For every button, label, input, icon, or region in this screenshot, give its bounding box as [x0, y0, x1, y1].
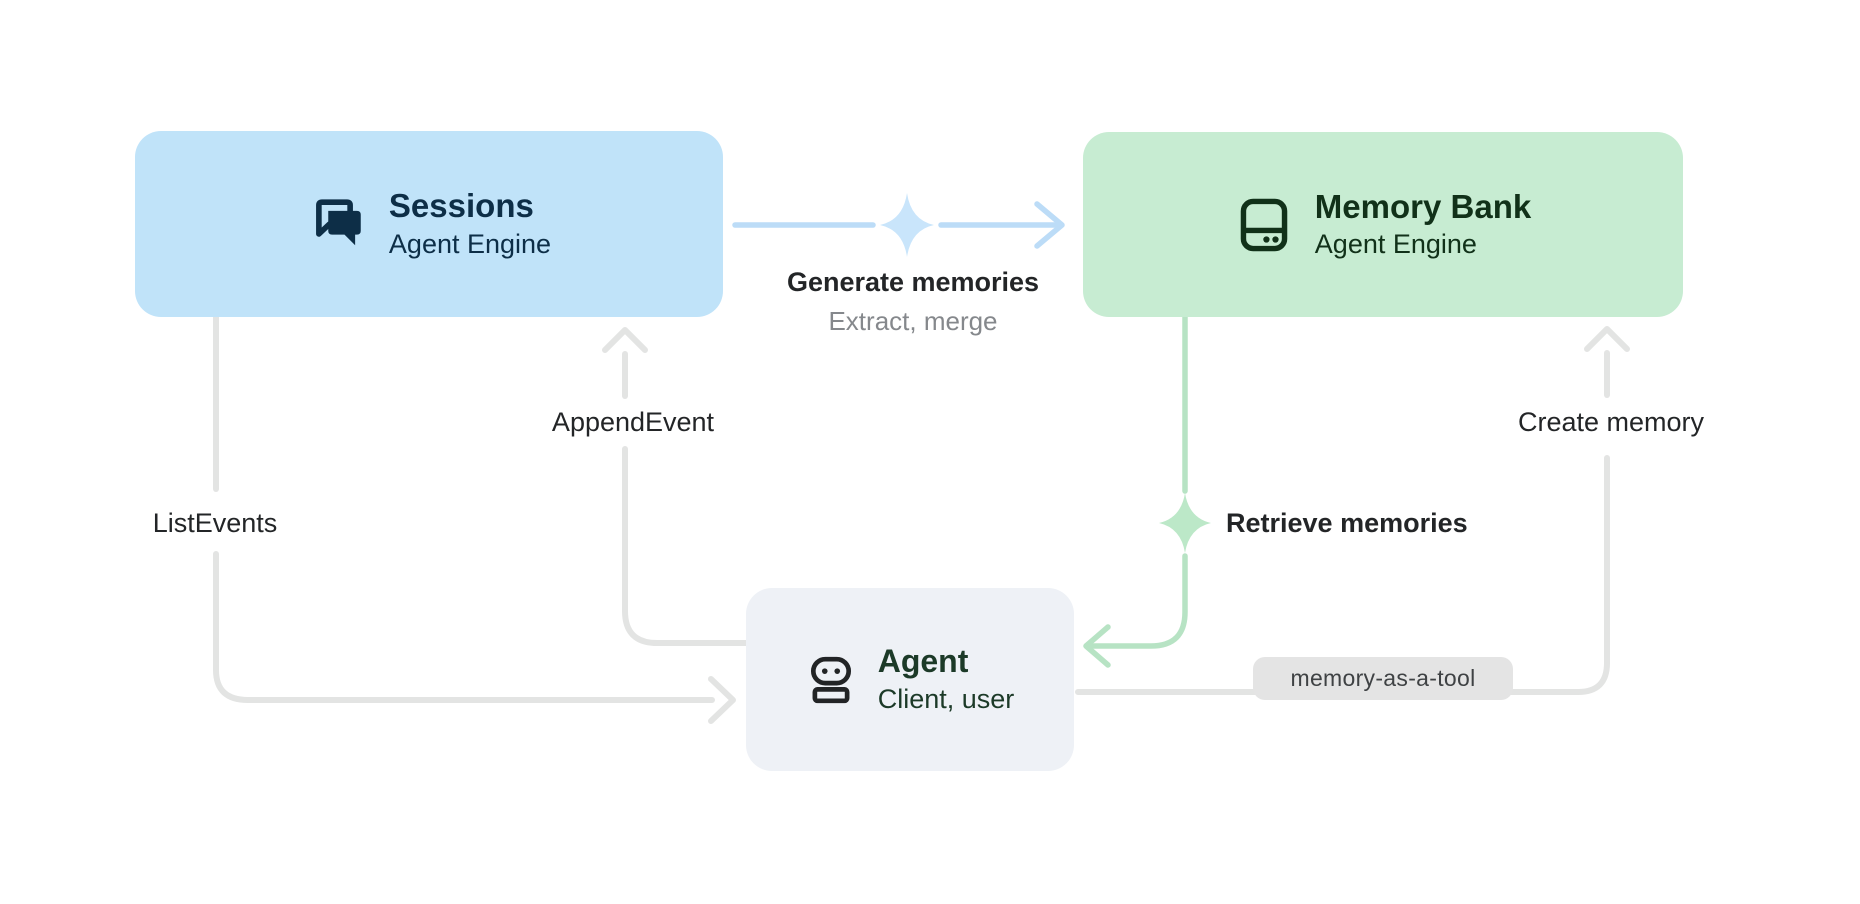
- node-memory-bank: Memory Bank Agent Engine: [1083, 132, 1683, 317]
- node-subtitle: Agent Engine: [1314, 229, 1477, 260]
- sparkle-icon: [1159, 493, 1211, 553]
- edge-label-list-events: ListEvents: [152, 508, 278, 538]
- arrowhead-right-icon: [1034, 201, 1065, 249]
- edge-label-generate-memories: Generate memories Extract, merge: [787, 266, 1039, 338]
- edge-label-create-memory: Create memory: [1517, 407, 1705, 437]
- node-agent: Agent Client, user: [746, 588, 1074, 771]
- robot-icon: [810, 656, 851, 703]
- edge-label-text: Generate memories: [786, 267, 1040, 297]
- arrowhead-right-icon: [708, 676, 736, 724]
- node-subtitle: Agent Engine: [388, 228, 552, 259]
- edge-label-append-event: AppendEvent: [551, 407, 715, 437]
- edge-append-event: [602, 327, 749, 646]
- arrowhead-up-icon: [602, 327, 648, 353]
- storage-icon: [1240, 198, 1288, 251]
- sparkle-icon: [880, 193, 934, 257]
- node-title: Sessions: [388, 187, 534, 225]
- node-title: Agent: [877, 643, 969, 680]
- memory-as-a-tool-badge: memory-as-a-tool: [1253, 657, 1513, 700]
- node-subtitle: Client, user: [877, 683, 1015, 714]
- node-sessions: Sessions Agent Engine: [135, 131, 723, 317]
- arrowhead-up-icon: [1584, 326, 1630, 352]
- node-title: Memory Bank: [1314, 187, 1532, 225]
- edge-generate-memories: [732, 201, 1065, 249]
- edge-label-retrieve-memories: Retrieve memories: [1226, 508, 1468, 538]
- chat-forum-icon: [315, 199, 361, 246]
- arrowhead-left-icon: [1083, 624, 1111, 668]
- edge-list-events: [213, 314, 736, 724]
- edge-sublabel-text: Extract, merge: [828, 306, 998, 337]
- edge-retrieve-memories: [1083, 314, 1188, 668]
